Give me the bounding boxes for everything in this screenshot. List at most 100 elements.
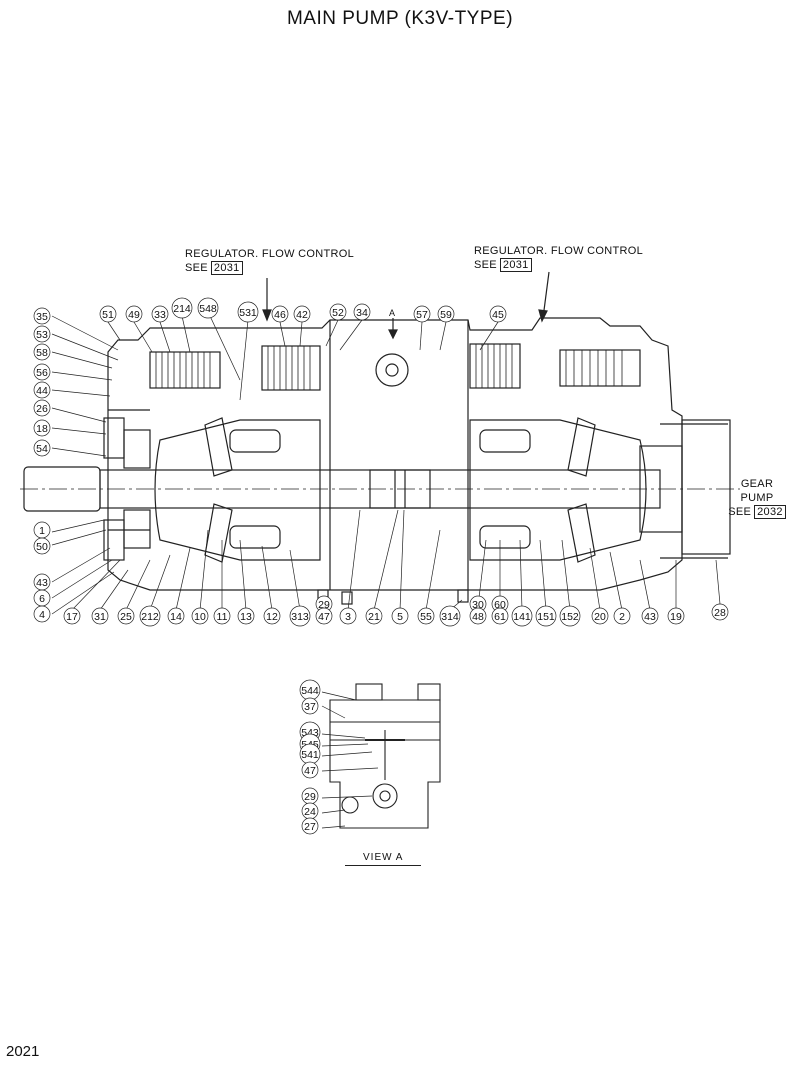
callout-50[interactable]: 50 [33, 537, 51, 555]
callout-214[interactable]: 214 [171, 297, 193, 319]
callout-circle [491, 607, 509, 625]
callout-313[interactable]: 313 [289, 605, 311, 627]
callout-5[interactable]: 5 [391, 607, 409, 625]
callout-number: 313 [291, 611, 309, 623]
callout-34[interactable]: 34 [353, 303, 371, 321]
regulator-note-right-see: SEE [474, 259, 497, 271]
callout-circle [271, 305, 289, 323]
regulator-note-left-ref[interactable]: 2031 [210, 261, 243, 275]
callout-57[interactable]: 57 [413, 305, 431, 323]
callout-35[interactable]: 35 [33, 307, 51, 325]
callout-2[interactable]: 2 [613, 607, 631, 625]
callout-18[interactable]: 18 [33, 419, 51, 437]
callout-number: 548 [199, 303, 217, 315]
callout-number: 45 [492, 309, 504, 321]
view-a-drawing [321, 683, 441, 829]
callout-12[interactable]: 12 [263, 607, 281, 625]
regulator-note-left-line1: REGULATOR. FLOW CONTROL [185, 248, 355, 260]
callout-circle [213, 607, 231, 625]
callout-20[interactable]: 20 [591, 607, 609, 625]
callout-548[interactable]: 548 [197, 297, 219, 319]
callout-circle [315, 607, 333, 625]
callout-49[interactable]: 49 [125, 305, 143, 323]
callout-56[interactable]: 56 [33, 363, 51, 381]
callout-141[interactable]: 141 [511, 605, 533, 627]
callout-29[interactable]: 29 [301, 787, 319, 805]
callout-number: 55 [420, 611, 432, 623]
callout-6[interactable]: 6 [33, 589, 51, 607]
callout-152[interactable]: 152 [559, 605, 581, 627]
callout-number: 12 [266, 611, 278, 623]
callout-31[interactable]: 31 [91, 607, 109, 625]
callout-53[interactable]: 53 [33, 325, 51, 343]
regulator-note-right-ref[interactable]: 2031 [499, 258, 532, 272]
callout-37[interactable]: 37 [301, 697, 319, 715]
callout-19[interactable]: 19 [667, 607, 685, 625]
page-number: 2021 [6, 1043, 40, 1060]
callout-58[interactable]: 58 [33, 343, 51, 361]
regulator-note-right-line1: REGULATOR. FLOW CONTROL [474, 245, 644, 257]
callout-24[interactable]: 24 [301, 802, 319, 820]
view-a-label: VIEW A [345, 852, 422, 866]
callout-47[interactable]: 47 [315, 607, 333, 625]
callout-61[interactable]: 61 [491, 607, 509, 625]
callout-151[interactable]: 151 [535, 605, 557, 627]
callout-number: 24 [304, 806, 316, 818]
regulator-note-left-see: SEE [185, 262, 208, 274]
callout-27[interactable]: 27 [301, 817, 319, 835]
callout-circle [263, 607, 281, 625]
callout-54[interactable]: 54 [33, 439, 51, 457]
callout-11[interactable]: 11 [213, 607, 231, 625]
callout-circle [413, 305, 431, 323]
callout-circle [33, 605, 51, 623]
callout-number: 47 [304, 765, 316, 777]
callout-47[interactable]: 47 [301, 761, 319, 779]
callout-number: 49 [128, 309, 140, 321]
callout-4[interactable]: 4 [33, 605, 51, 623]
callout-1[interactable]: 1 [33, 521, 51, 539]
callout-59[interactable]: 59 [437, 305, 455, 323]
callout-48[interactable]: 48 [469, 607, 487, 625]
callout-33[interactable]: 33 [151, 305, 169, 323]
callout-number: 35 [36, 311, 48, 323]
callout-212[interactable]: 212 [139, 605, 161, 627]
callout-17[interactable]: 17 [63, 607, 81, 625]
callout-circle [559, 605, 581, 627]
callout-circle [511, 605, 533, 627]
callout-25[interactable]: 25 [117, 607, 135, 625]
callout-3[interactable]: 3 [339, 607, 357, 625]
callout-43[interactable]: 43 [33, 573, 51, 591]
callout-21[interactable]: 21 [365, 607, 383, 625]
callout-28[interactable]: 28 [711, 603, 729, 621]
callout-43[interactable]: 43 [641, 607, 659, 625]
callout-42[interactable]: 42 [293, 305, 311, 323]
callout-number: 27 [304, 821, 316, 833]
callout-544[interactable]: 544 [299, 679, 321, 701]
callout-531[interactable]: 531 [237, 301, 259, 323]
callout-number: 14 [170, 611, 182, 623]
callout-46[interactable]: 46 [271, 305, 289, 323]
callout-314[interactable]: 314 [439, 605, 461, 627]
callout-541[interactable]: 541 [299, 743, 321, 765]
callout-14[interactable]: 14 [167, 607, 185, 625]
callout-circle [151, 305, 169, 323]
callout-13[interactable]: 13 [237, 607, 255, 625]
callout-45[interactable]: 45 [489, 305, 507, 323]
callout-number: 4 [39, 609, 45, 621]
gear-pump-note-ref[interactable]: 2032 [754, 505, 786, 519]
callout-number: 214 [173, 303, 191, 315]
callout-number: 17 [66, 611, 78, 623]
callout-number: 30 [472, 599, 484, 611]
callout-26[interactable]: 26 [33, 399, 51, 417]
view-a-marker: A [389, 308, 396, 318]
gear-pump-mount [681, 419, 731, 555]
callout-10[interactable]: 10 [191, 607, 209, 625]
callout-52[interactable]: 52 [329, 303, 347, 321]
callout-51[interactable]: 51 [99, 305, 117, 323]
callout-number: 2 [619, 611, 625, 623]
callout-number: 58 [36, 347, 48, 359]
callout-55[interactable]: 55 [417, 607, 435, 625]
callout-44[interactable]: 44 [33, 381, 51, 399]
